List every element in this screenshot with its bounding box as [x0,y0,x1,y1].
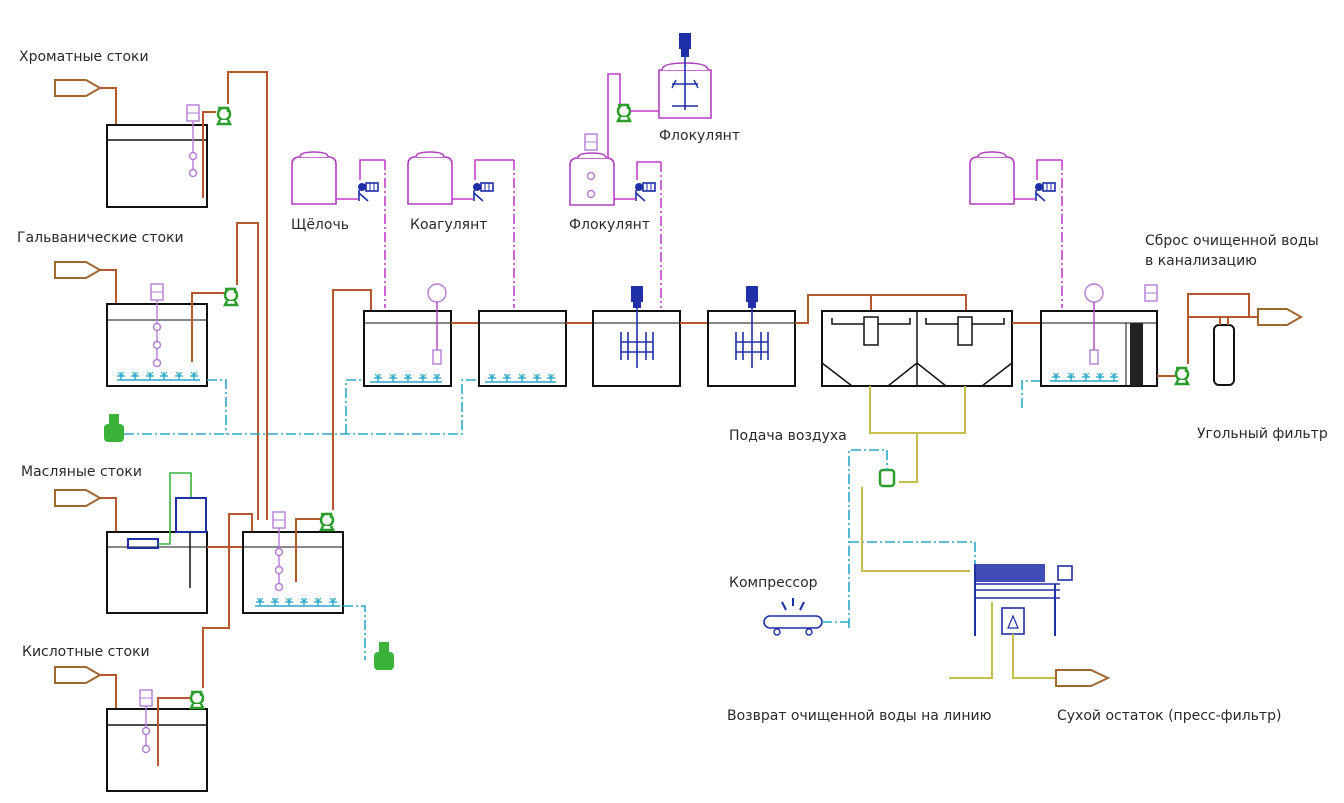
label-alkali: Щёлочь [291,217,349,233]
alkali-tank [291,151,337,205]
air-blower-icon [374,642,394,670]
air-blower-icon [104,414,124,442]
oily-inlet-arrow [54,489,117,531]
flocculant-transfer-pump-icon [616,103,632,123]
level-sensor-icon [1144,284,1158,302]
flocculant-prep-tank [658,33,712,119]
final-tank-diffusers [1050,372,1119,382]
chromate-pump-icon [216,106,232,126]
lamella-settler [821,310,1013,387]
flocculant-dosing-pump-icon [634,182,656,202]
coagulant-dosing-pump-icon [472,182,494,202]
acid-inlet-arrow [54,666,117,708]
filter-press [974,564,1073,636]
level-sensor-icon [150,283,164,301]
ph-correction-dosing-pump-icon [1034,182,1056,202]
sludge-pump-icon [878,468,896,488]
level-sensor-icon [186,104,200,122]
label-compressor: Компрессор [729,575,818,591]
label-flocculant-prep: Флокулянт [659,128,740,144]
coagulant-tank [407,151,453,205]
label-carbon-filter: Угольный фильтр [1197,426,1328,442]
label-oily-effluent: Масляные стоки [21,464,142,480]
ph-meter-icon [1084,283,1104,365]
galvanic-pump-icon [223,287,239,307]
label-air-supply: Подача воздуха [729,428,847,444]
chromate-tank [106,124,208,208]
level-sensor-icon [272,511,286,529]
label-galvanic-effluent: Гальванические стоки [17,230,184,246]
label-coagulant: Коагулянт [410,217,487,233]
label-discharge-line2: в канализацию [1145,253,1257,269]
label-dry-residue: Сухой остаток (пресс-фильтр) [1057,708,1281,724]
acid-pump-icon [189,690,205,710]
reactor-2-diffusers [485,373,556,383]
dry-residue-outlet-arrow [1055,669,1111,687]
level-sensor-icon [139,689,153,707]
alkali-dosing-pump-icon [357,182,379,202]
label-chromate-effluent: Хроматные стоки [19,49,149,65]
reactor-1-diffusers [370,373,442,383]
label-flocculant: Флокулянт [569,217,650,233]
label-discharge-line1: Сброс очищенной воды [1145,233,1319,249]
level-sensor-icon [584,133,598,151]
chromate-inlet-arrow [54,79,117,124]
compressor-icon [763,598,823,636]
label-return-water: Возврат очищенной воды на линию [727,708,992,724]
galvanic-diffusers [116,371,200,381]
discharge-pump-icon [1174,366,1190,386]
ph-meter-icon [427,283,447,365]
equalization-tank [242,531,344,614]
label-acid-effluent: Кислотные стоки [22,644,150,660]
final-treatment-tank [1040,310,1158,387]
equalization-diffusers [255,597,340,607]
galvanic-inlet-arrow [54,261,117,303]
ph-correction-tank [969,151,1015,205]
oil-collector [175,497,207,533]
transfer-pump-icon [319,512,335,532]
discharge-outlet-arrow [1257,308,1304,326]
carbon-filter [1213,317,1235,386]
